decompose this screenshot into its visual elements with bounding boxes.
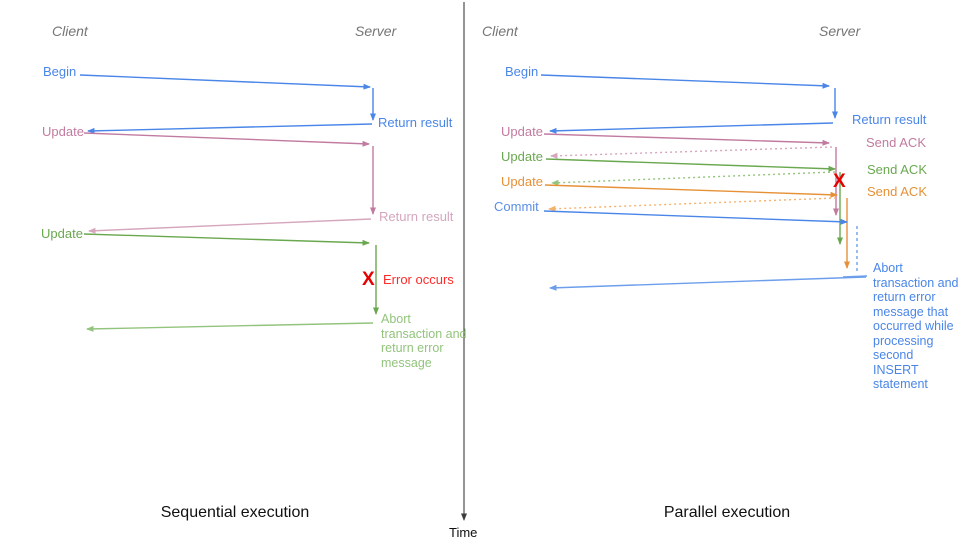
left-begin-request-arrow (79, 74, 371, 90)
right-return-result-label: Return result (852, 112, 927, 127)
right-begin-request-arrow (540, 74, 830, 89)
left-update-2-label: Update (41, 226, 83, 241)
right-abort-text: Abort transaction and return error messa… (873, 261, 959, 391)
right-update-2-request-arrow (545, 158, 836, 172)
right-server-header: Server (819, 23, 861, 39)
left-return-result-1-label: Return result (378, 115, 453, 130)
left-update-1-request-arrow (83, 132, 370, 147)
right-send-ack-2-label: Send ACK (867, 162, 927, 177)
right-abort-return-arrow (549, 276, 867, 291)
right-update-3-request-arrow (544, 184, 838, 198)
left-update-2-request-arrow (83, 233, 370, 246)
left-return-result-1-arrow (87, 123, 373, 134)
left-begin-label: Begin (43, 64, 77, 79)
right-update-1-request-arrow (543, 133, 830, 146)
left-error-x-icon: X (362, 269, 375, 290)
left-server-header: Server (355, 23, 397, 39)
right-commit-request-arrow (543, 210, 848, 225)
right-update-3-label: Update (501, 174, 543, 189)
left-client-header: Client (52, 23, 88, 39)
right-send-ack-1-label: Send ACK (866, 135, 926, 150)
left-update-1-label: Update (42, 124, 84, 139)
right-update-2-label: Update (501, 149, 543, 164)
right-return-result-arrow (549, 122, 834, 134)
left-abort-text: Abort transaction and return error messa… (381, 312, 467, 370)
right-abort-tick-line (842, 275, 868, 278)
right-send-ack-2-dotted-arrow (551, 171, 836, 186)
right-send-ack-3-dotted-arrow (548, 197, 837, 212)
left-panel-title: Sequential execution (160, 504, 310, 521)
left-return-result-2-arrow (88, 218, 372, 234)
left-abort-return-arrow (86, 322, 374, 332)
right-error-x-icon: X (833, 171, 846, 192)
left-error-occurs-label: Error occurs (383, 272, 454, 287)
right-update-1-label: Update (501, 124, 543, 139)
right-begin-label: Begin (505, 64, 539, 79)
right-send-ack-3-label: Send ACK (867, 184, 927, 199)
right-panel-title: Parallel execution (663, 504, 791, 521)
right-client-header: Client (482, 23, 518, 39)
right-send-ack-1-dotted-arrow (550, 146, 833, 159)
right-commit-label: Commit (494, 199, 539, 214)
time-axis-label: Time (449, 525, 478, 540)
left-return-result-2-label: Return result (379, 209, 454, 224)
